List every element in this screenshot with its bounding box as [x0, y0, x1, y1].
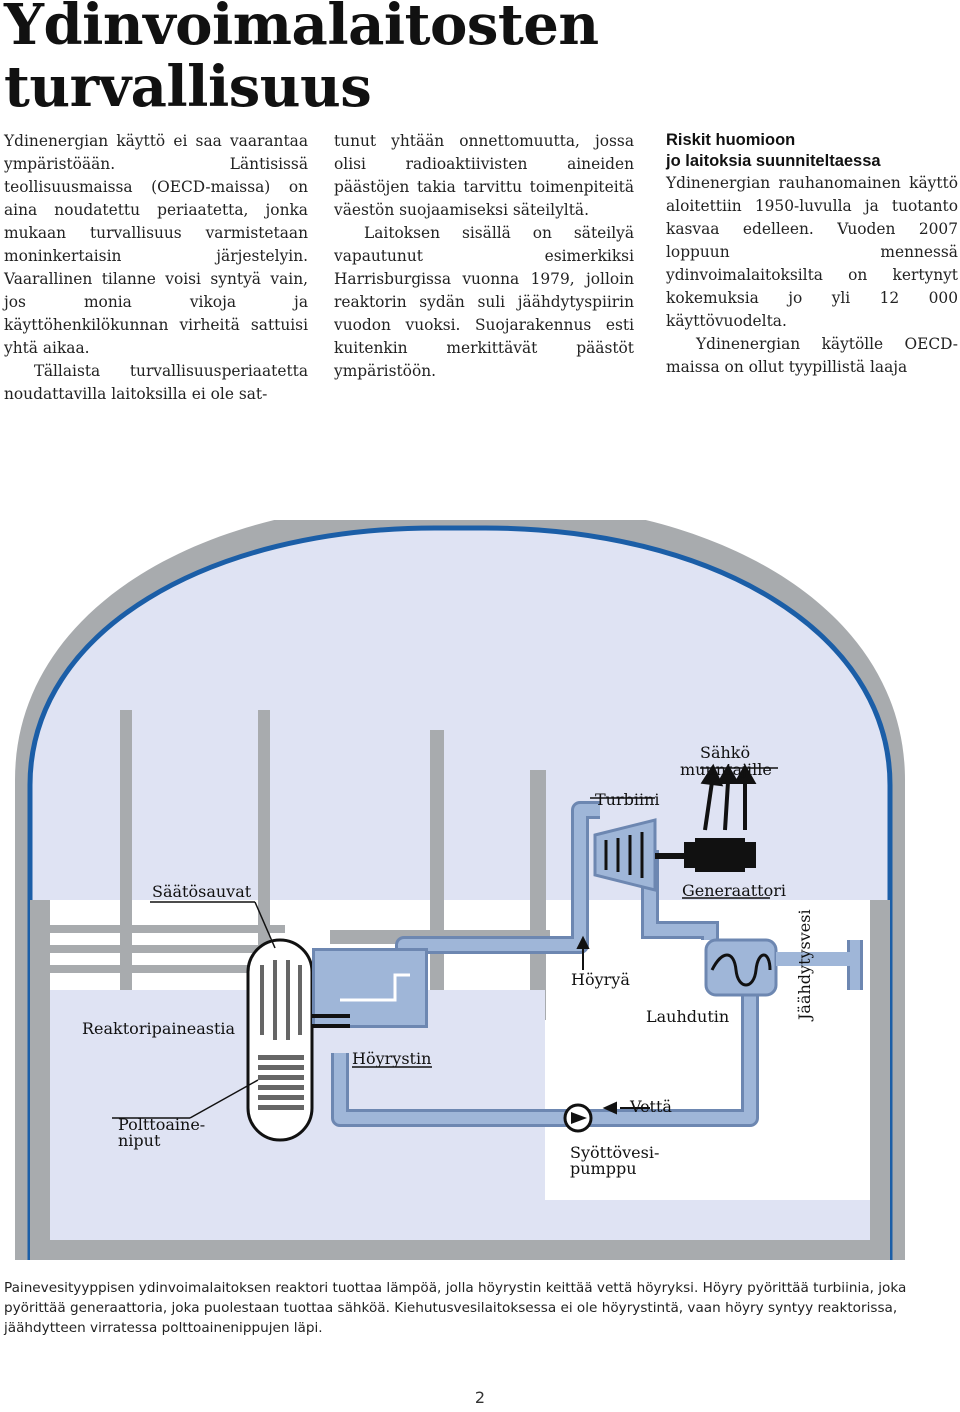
- text-column-2: tunut yhtään onnettomuutta, jossa olisi …: [334, 130, 634, 383]
- column2-paragraph-1: tunut yhtään onnettomuutta, jossa olisi …: [334, 132, 634, 219]
- reactor-vessel: [246, 938, 314, 1142]
- label-hoyrya: Höyryä: [571, 970, 630, 989]
- fuel-bundles: [258, 1055, 304, 1110]
- figure-caption: Painevesityyppisen ydinvoimalaitoksen re…: [4, 1280, 907, 1336]
- title-line-1: Ydinvoimalaitosten: [4, 0, 599, 58]
- page-number: 2: [474, 1388, 486, 1407]
- column3-paragraph-2: Ydinenergian käytölle OECD-maissa on oll…: [666, 335, 958, 376]
- label-hoyrystin: Höyrystin: [352, 1049, 431, 1068]
- column1-paragraph-2: Tällaista turvallisuusperiaatetta noudat…: [4, 362, 308, 403]
- leader-lines: [112, 767, 778, 1119]
- section-heading-line-1: Riskit huomioon: [666, 131, 796, 149]
- page-title: Ydinvoimalaitosten turvallisuus: [4, 0, 599, 118]
- label-lauhdutin: Lauhdutin: [646, 1007, 729, 1026]
- feedwater-pump: [563, 1103, 593, 1133]
- label-sahko-2: muuntajille: [680, 760, 772, 779]
- generator: [655, 838, 756, 872]
- title-line-2: turvallisuus: [4, 54, 372, 120]
- label-polttoaine-2: niput: [118, 1131, 161, 1150]
- column3-paragraph-1: Ydinenergian rauhanomainen käyttö aloite…: [666, 174, 958, 330]
- diagram-labels: Sähkö muuntajille Turbiini Säätösauvat G…: [82, 743, 814, 1178]
- label-saatosauvat: Säätösauvat: [152, 882, 252, 901]
- label-sahko-1: Sähkö: [700, 743, 750, 762]
- column1-paragraph-1: Ydinenergian käyttö ei saa vaarantaa ymp…: [4, 132, 308, 357]
- column2-paragraph-2: Laitoksen sisällä on säteilyä vapautunut…: [334, 224, 634, 380]
- label-generaattori: Generaattori: [682, 881, 786, 900]
- steam-generator: [312, 948, 428, 1028]
- steel-liner: [27, 525, 893, 1260]
- label-syottovesi-1: Syöttövesi-: [570, 1143, 659, 1162]
- condenser: [704, 938, 856, 997]
- label-reaktoripaineastia: Reaktoripaineastia: [82, 1019, 236, 1038]
- label-vetta: Vettä: [629, 1097, 672, 1116]
- electricity-arrows: [700, 763, 757, 831]
- label-jaahdytysvesi: Jäähdytysvesi: [795, 909, 814, 1022]
- label-turbiini: Turbiini: [595, 790, 660, 809]
- label-polttoaine-1: Polttoaine-: [118, 1115, 205, 1134]
- text-column-3: Riskit huomioon jo laitoksia suunnitelta…: [666, 130, 958, 379]
- label-syottovesi-2: pumppu: [570, 1159, 637, 1178]
- flow-arrows: [576, 935, 650, 1115]
- section-heading-line-2: jo laitoksia suunniteltaessa: [666, 152, 881, 170]
- text-column-1: Ydinenergian käyttö ei saa vaarantaa ymp…: [4, 130, 308, 406]
- nuclear-plant-diagram: Sähkö muuntajille Turbiini Säätösauvat G…: [15, 520, 905, 1260]
- turbine: [593, 818, 657, 892]
